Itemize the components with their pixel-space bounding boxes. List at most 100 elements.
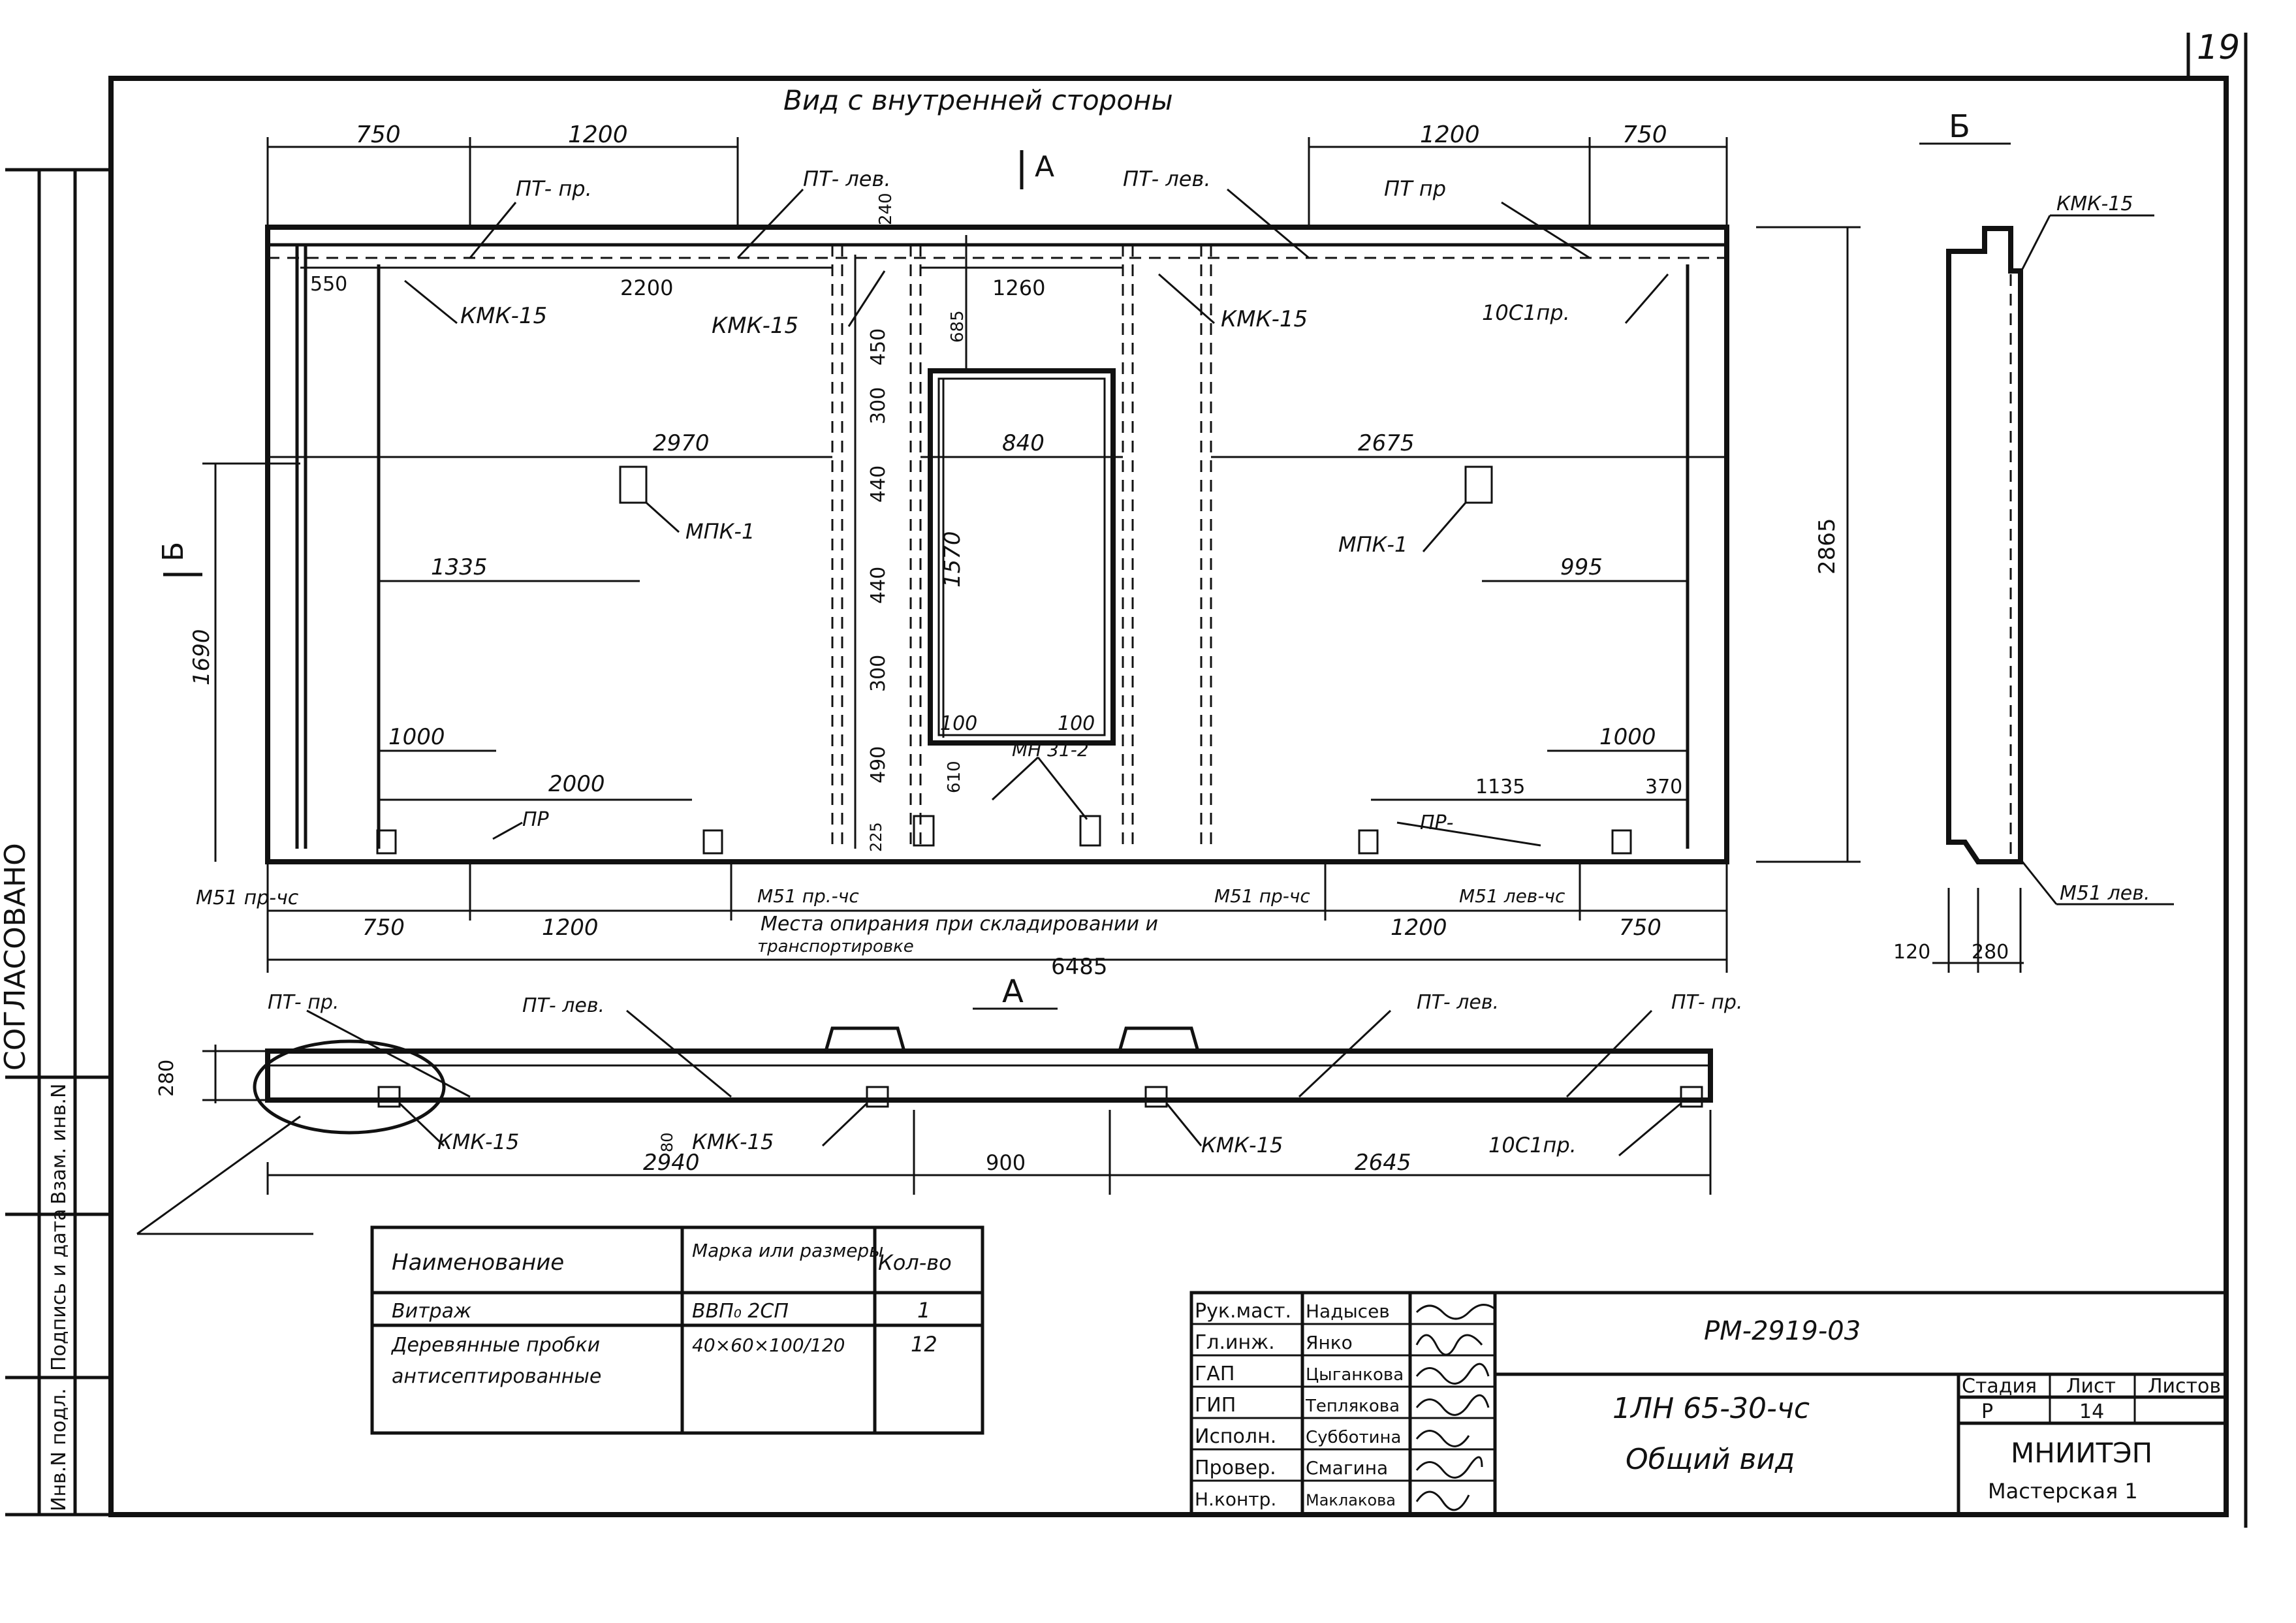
label-pr-2: ПР- <box>1420 812 1453 834</box>
label-pr-1: ПР <box>522 808 550 831</box>
dim-bottom-2: 1200 <box>542 915 599 941</box>
front-leaders <box>404 188 1669 847</box>
name-5: Субботина <box>1306 1428 1402 1447</box>
plan-dim-1: 2940 <box>643 1150 700 1176</box>
label-kmk-2: КМК-15 <box>712 313 798 339</box>
title-block: Рук.маст. Гл.инж. ГАП ГИП Исполн. Провер… <box>1189 1291 2228 1517</box>
dim-bottom-3: 1200 <box>1391 915 1447 941</box>
label-m51-2: М51 пр.-чс <box>757 885 859 907</box>
role-2: Гл.инж. <box>1195 1331 1275 1354</box>
plan-dim-2: 900 <box>986 1150 1026 1175</box>
label-mpk-2: МПК-1 <box>1338 532 1407 557</box>
cut-b-marker: Б <box>157 542 202 576</box>
spec-r2-name: Деревянные пробки <box>390 1334 600 1357</box>
plan-label-kmk-3: КМК-15 <box>1201 1133 1283 1158</box>
product-code: 1ЛН 65-30-чс <box>1612 1392 1810 1425</box>
spec-r1-name: Витраж <box>392 1300 471 1323</box>
dim-100-a: 100 <box>940 712 977 735</box>
org-name: МНИИТЭП <box>2011 1437 2152 1469</box>
dim-1570: 1570 <box>939 531 966 588</box>
label-pt-pr-1: ПТ- пр. <box>516 176 592 201</box>
view-title: Вид с внутренней стороны <box>783 84 1173 116</box>
cut-a-marker: А <box>1020 150 1054 189</box>
name-6: Смагина <box>1306 1457 1388 1479</box>
plan-label-pt-lev-1: ПТ- лев. <box>522 994 605 1017</box>
name-4: Теплякова <box>1305 1396 1400 1416</box>
dim-370: 370 <box>1645 776 1682 798</box>
page-number: 19 <box>2197 28 2240 67</box>
side-dim-1: 120 <box>1893 941 1930 964</box>
front-dimension-lines <box>202 137 1861 973</box>
agreed-label: СОГЛАСОВАНО <box>0 843 32 1071</box>
role-4: ГИП <box>1195 1394 1236 1417</box>
label-m51-1: М51 пр-чс <box>196 887 299 909</box>
role-7: Н.контр. <box>1195 1489 1276 1510</box>
dim-2200: 2200 <box>620 276 673 300</box>
name-3: Цыганкова <box>1306 1365 1404 1385</box>
workshop-name: Мастерская 1 <box>1988 1479 2138 1504</box>
dim-bottom-4: 750 <box>1619 915 1661 941</box>
dim-100-b: 100 <box>1058 712 1095 735</box>
section-a-title: А <box>1002 973 1024 1010</box>
name-2: Янко <box>1306 1332 1353 1353</box>
label-kmk-3: КМК-15 <box>1221 306 1308 332</box>
dim-2000: 2000 <box>548 771 605 797</box>
svg-text:Б: Б <box>157 542 190 561</box>
svg-text:А: А <box>1035 150 1054 183</box>
dim-bottom-1: 750 <box>362 915 405 941</box>
label-pt-pr-2: ПТ пр <box>1384 176 1446 201</box>
side-view: КМК-15 М51 лев. 120 280 <box>1893 193 2174 973</box>
vchain-440b: 440 <box>867 567 890 604</box>
dim-1000-left: 1000 <box>388 724 445 750</box>
spec-r2-mark: 40×60×100/120 <box>692 1334 845 1356</box>
section-b-title: Б <box>1949 108 1970 145</box>
vchain-490: 490 <box>867 746 890 783</box>
side-dim-2: 280 <box>1972 941 2009 964</box>
role-1: Рук.маст. <box>1195 1300 1291 1323</box>
spec-header-mark: Марка или размеры <box>692 1240 883 1261</box>
plan-height: 280 <box>155 1060 178 1097</box>
dim-1690: 1690 <box>189 629 215 685</box>
plan-label-pt-pr-1: ПТ- пр. <box>268 991 339 1014</box>
spec-table: Наименование Марка или размеры Кол-во Ви… <box>370 1225 984 1435</box>
side-label-bottom: М51 лев. <box>2060 882 2150 905</box>
vchain-300b: 300 <box>867 655 890 692</box>
sheet-header: Лист <box>2066 1375 2116 1398</box>
dim-top-3: 1200 <box>1420 121 1480 148</box>
spec-r1-mark: ВВП₀ 2СП <box>692 1300 789 1323</box>
role-3: ГАП <box>1195 1363 1234 1385</box>
plan-label-oc-1: 10С1пр. <box>1488 1133 1577 1158</box>
dim-overall: 6485 <box>1051 954 1108 980</box>
sheet-value: 14 <box>2079 1400 2104 1423</box>
plan-label-pt-pr-2: ПТ- пр. <box>1671 991 1742 1014</box>
sheet-frame: 19 <box>108 28 2248 1528</box>
dim-610: 610 <box>945 761 964 793</box>
dim-550: 550 <box>310 273 347 296</box>
left-strip: СОГЛАСОВАНО Взам. инв.N Подпись и дата И… <box>0 168 111 1517</box>
dim-1335: 1335 <box>431 554 488 580</box>
strip-cell-3: Инв.N подл. <box>48 1388 71 1511</box>
stage-header: Стадия <box>1962 1375 2037 1398</box>
vchain-440a: 440 <box>867 465 890 503</box>
name-1: Надысев <box>1306 1300 1390 1322</box>
dim-2970: 2970 <box>653 430 710 456</box>
dim-225: 225 <box>867 822 885 852</box>
strip-cell-2: Подпись и дата <box>48 1209 71 1372</box>
dim-840: 840 <box>1002 430 1045 456</box>
dim-995: 995 <box>1560 554 1603 580</box>
plan-label-kmk-2: КМК-15 <box>692 1129 774 1154</box>
role-5: Исполн. <box>1195 1425 1276 1448</box>
dim-2865: 2865 <box>1814 518 1840 575</box>
plan-view: 280 ПТ- пр. ПТ- лев. ПТ- лев. ПТ- пр. КМ… <box>136 991 1742 1235</box>
side-label-top: КМК-15 <box>2056 193 2133 215</box>
dim-685: 685 <box>948 310 967 343</box>
dim-top-4: 750 <box>1622 121 1667 148</box>
dim-top-1: 750 <box>356 121 401 148</box>
label-m51-3: М51 пр-чс <box>1214 885 1310 907</box>
sheet-title: Общий вид <box>1626 1443 1795 1476</box>
plan-label-pt-lev-2: ПТ- лев. <box>1417 991 1499 1014</box>
strip-cell-1: Взам. инв.N <box>48 1084 71 1205</box>
dim-1135: 1135 <box>1475 776 1525 798</box>
label-oc-1: 10С1пр. <box>1482 300 1570 325</box>
